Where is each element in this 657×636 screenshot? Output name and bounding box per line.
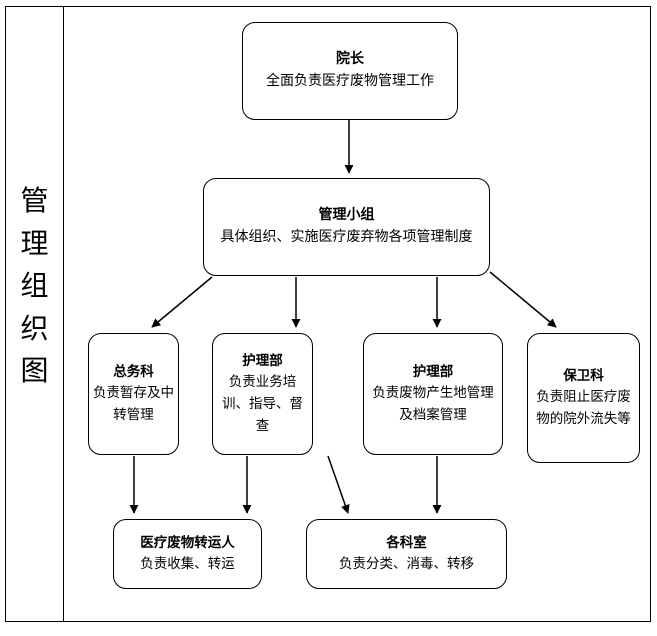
node-security-title: 保卫科 — [563, 367, 604, 384]
node-nursing-site-desc: 负责废物产生地管理及档案管理 — [372, 385, 494, 423]
node-general-affairs-desc: 负责暂存及中转管理 — [93, 385, 174, 423]
node-security-desc: 负责阻止医疗废物的院外流失等 — [536, 389, 631, 427]
node-transporter[interactable]: 医疗废物转运人 负责收集、转运 — [113, 519, 262, 589]
column-divider — [63, 6, 64, 622]
side-label-management-org-chart: 管 理 组 织 图 — [6, 180, 63, 393]
node-nursing-training[interactable]: 护理部 负责业务培训、指导、督查 — [212, 333, 313, 455]
node-departments-title: 各科室 — [386, 535, 427, 552]
node-departments[interactable]: 各科室 负责分类、消毒、转移 — [306, 519, 507, 589]
node-departments-desc: 负责分类、消毒、转移 — [339, 556, 474, 572]
side-label-char-3: 组 — [20, 269, 49, 303]
node-nursing-training-title: 护理部 — [242, 352, 283, 369]
node-director-desc: 全面负责医疗废物管理工作 — [266, 73, 434, 89]
side-label-char-2: 理 — [20, 226, 49, 260]
side-label-char-4: 织 — [20, 311, 49, 345]
node-management-group[interactable]: 管理小组 具体组织、实施医疗废弃物各项管理制度 — [203, 178, 490, 276]
node-management-group-desc: 具体组织、实施医疗废弃物各项管理制度 — [220, 229, 473, 245]
node-nursing-training-desc: 负责业务培训、指导、督查 — [222, 374, 303, 434]
node-security[interactable]: 保卫科 负责阻止医疗废物的院外流失等 — [527, 333, 640, 463]
node-director[interactable]: 院长 全面负责医疗废物管理工作 — [242, 22, 458, 120]
node-director-title: 院长 — [336, 51, 364, 68]
node-general-affairs[interactable]: 总务科 负责暂存及中转管理 — [88, 333, 179, 455]
node-transporter-title: 医疗废物转运人 — [140, 535, 235, 552]
node-general-affairs-title: 总务科 — [113, 363, 154, 380]
side-label-char-1: 管 — [20, 184, 49, 217]
node-nursing-site-title: 护理部 — [412, 363, 454, 380]
node-management-group-title: 管理小组 — [318, 207, 375, 224]
node-nursing-site[interactable]: 护理部 负责废物产生地管理及档案管理 — [363, 333, 503, 455]
node-transporter-desc: 负责收集、转运 — [140, 556, 235, 572]
side-label-char-5: 图 — [20, 354, 49, 388]
